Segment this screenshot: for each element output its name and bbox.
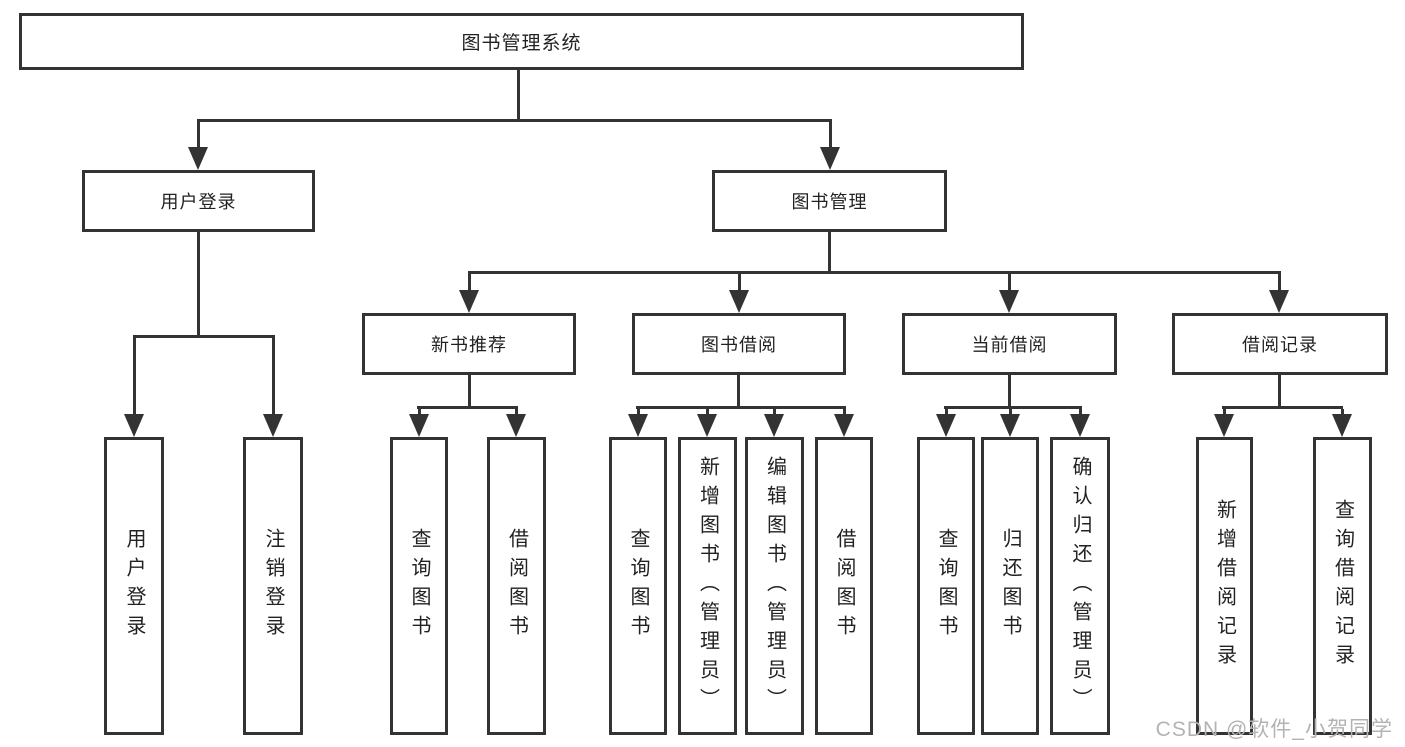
- node-add-borrow-record: 新增借阅记录: [1196, 437, 1253, 735]
- node-label: 图书借阅: [701, 335, 777, 355]
- node-label: 查询借阅记录: [1331, 499, 1354, 673]
- node-label: 归还图书: [999, 528, 1021, 644]
- node-label: 查询图书: [935, 528, 957, 644]
- arrow-confirm-return: [1070, 409, 1090, 437]
- node-user-login-module: 用户登录: [82, 170, 315, 232]
- node-current-query-books: 查询图书: [917, 437, 975, 735]
- node-label: 确认归还（管理员）: [1069, 455, 1091, 717]
- node-label: 用户登录: [123, 528, 145, 644]
- connector-currentborrow-vertical: [1008, 375, 1011, 409]
- connector-user-login-vertical: [197, 232, 200, 338]
- node-label: 新增借阅记录: [1213, 499, 1236, 673]
- connector-bookborrow-vertical: [737, 375, 740, 409]
- connector-currentborrow-horizontal: [944, 406, 1082, 409]
- node-logout: 注销登录: [243, 437, 303, 735]
- node-add-book-admin: 新增图书（管理员）: [678, 437, 737, 735]
- arrow-to-new-book-rec: [459, 274, 479, 313]
- arrow-to-user-login-action: [124, 338, 144, 437]
- node-current-borrowing: 当前借阅: [902, 313, 1117, 375]
- node-bookborrow-query-books: 查询图书: [609, 437, 667, 735]
- arrow-edit-book: [764, 409, 784, 437]
- node-label: 用户登录: [160, 192, 237, 212]
- arrow-to-current-borrow: [999, 274, 1019, 313]
- node-newbook-query-books: 查询图书: [390, 437, 448, 735]
- connector-newbook-vertical: [468, 375, 471, 409]
- connector-borrowrecord-horizontal: [1222, 406, 1343, 409]
- node-label: 借阅图书: [833, 528, 855, 644]
- node-newbook-borrow-books: 借阅图书: [487, 437, 546, 735]
- node-new-book-recommendation: 新书推荐: [362, 313, 576, 375]
- connector-user-login-horizontal: [133, 335, 275, 338]
- node-user-login-action: 用户登录: [104, 437, 164, 735]
- arrow-to-logout: [263, 338, 283, 437]
- arrow-newbook-query: [409, 409, 429, 437]
- arrow-to-book-management: [820, 122, 840, 170]
- node-label: 查询图书: [627, 528, 649, 644]
- node-query-borrow-record: 查询借阅记录: [1313, 437, 1372, 735]
- node-label: 借阅记录: [1242, 335, 1318, 355]
- node-label: 图书管理: [791, 192, 868, 212]
- connector-newbook-horizontal: [417, 406, 518, 409]
- arrow-current-query: [936, 409, 956, 437]
- csdn-watermark: CSDN @软件_小贺同学: [1155, 718, 1393, 741]
- node-library-management-system: 图书管理系统: [19, 13, 1024, 70]
- node-book-borrowing: 图书借阅: [632, 313, 846, 375]
- node-label: 新增图书（管理员）: [696, 455, 719, 717]
- connector-level2-horizontal: [197, 119, 832, 122]
- node-bookborrow-borrow-books: 借阅图书: [815, 437, 873, 735]
- node-return-books: 归还图书: [981, 437, 1039, 735]
- connector-level3-horizontal: [468, 271, 1281, 274]
- connector-bookborrow-horizontal: [636, 406, 846, 409]
- connector-book-mgmt-vertical: [828, 232, 831, 274]
- arrow-return-books: [1000, 409, 1020, 437]
- node-label: 图书管理系统: [461, 33, 582, 54]
- arrow-add-book: [697, 409, 717, 437]
- arrow-to-borrow-record: [1269, 274, 1289, 313]
- node-label: 注销登录: [262, 528, 284, 644]
- connector-root-vertical: [517, 70, 520, 120]
- node-confirm-return-admin: 确认归还（管理员）: [1050, 437, 1110, 735]
- arrow-to-user-login: [188, 122, 208, 170]
- node-label: 查询图书: [408, 528, 430, 644]
- node-book-management-module: 图书管理: [712, 170, 947, 232]
- node-label: 当前借阅: [971, 335, 1048, 355]
- node-edit-book-admin: 编辑图书（管理员）: [745, 437, 804, 735]
- arrow-add-borrow-record: [1214, 409, 1234, 437]
- node-label: 新书推荐: [431, 335, 507, 355]
- arrow-to-book-borrow: [729, 274, 749, 313]
- arrow-bookborrow-borrow: [834, 409, 854, 437]
- arrow-newbook-borrow: [506, 409, 526, 437]
- connector-borrowrecord-vertical: [1278, 375, 1281, 409]
- arrow-bookborrow-query: [628, 409, 648, 437]
- node-label: 编辑图书（管理员）: [763, 455, 786, 717]
- node-borrowing-records: 借阅记录: [1172, 313, 1388, 375]
- arrow-query-borrow-record: [1332, 409, 1352, 437]
- node-label: 借阅图书: [505, 528, 528, 644]
